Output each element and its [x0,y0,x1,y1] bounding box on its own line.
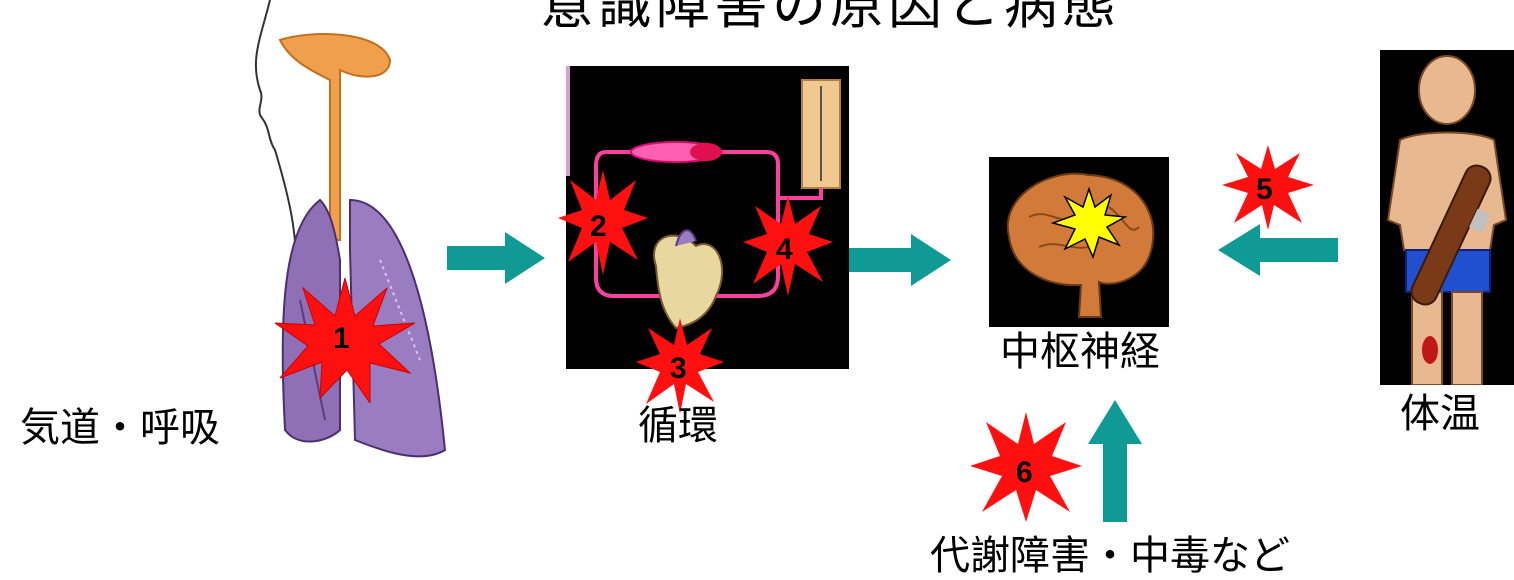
marker-number: 3 [670,352,687,385]
label-circulation: 循環 [638,403,718,449]
label-airway-respiration: 気道・呼吸 [20,405,220,451]
circulation-illustration [566,66,849,369]
burst-marker-1: 1 [275,278,415,403]
body-temperature-illustration [1380,50,1514,385]
label-body-temperature: 体温 [1400,391,1480,437]
label-central-nervous-system: 中枢神経 [1000,329,1160,375]
marker-number: 2 [590,210,607,243]
burst-marker-4: 4 [743,196,833,296]
burst-shape [275,278,415,403]
burst-marker-3: 3 [636,318,724,414]
arrow-left-icon [1218,224,1338,276]
brain-illustration [989,157,1169,327]
marker-number: 1 [333,322,350,355]
marker-number: 5 [1256,173,1273,206]
burst-marker-2: 2 [558,170,648,275]
arrow-right-icon [447,232,545,284]
burst-marker-5: 5 [1222,145,1314,230]
label-metabolic-poisoning: 代謝障害・中毒など [930,533,1290,579]
arrow-right-icon [849,234,951,286]
burst-marker-6: 6 [970,412,1082,522]
spark-shape [1050,186,1128,260]
arrow-up-icon [1088,400,1142,522]
marker-number: 6 [1016,456,1033,489]
marker-number: 4 [776,233,793,266]
page-title: 意識障害の原因と病態 [540,0,1120,36]
